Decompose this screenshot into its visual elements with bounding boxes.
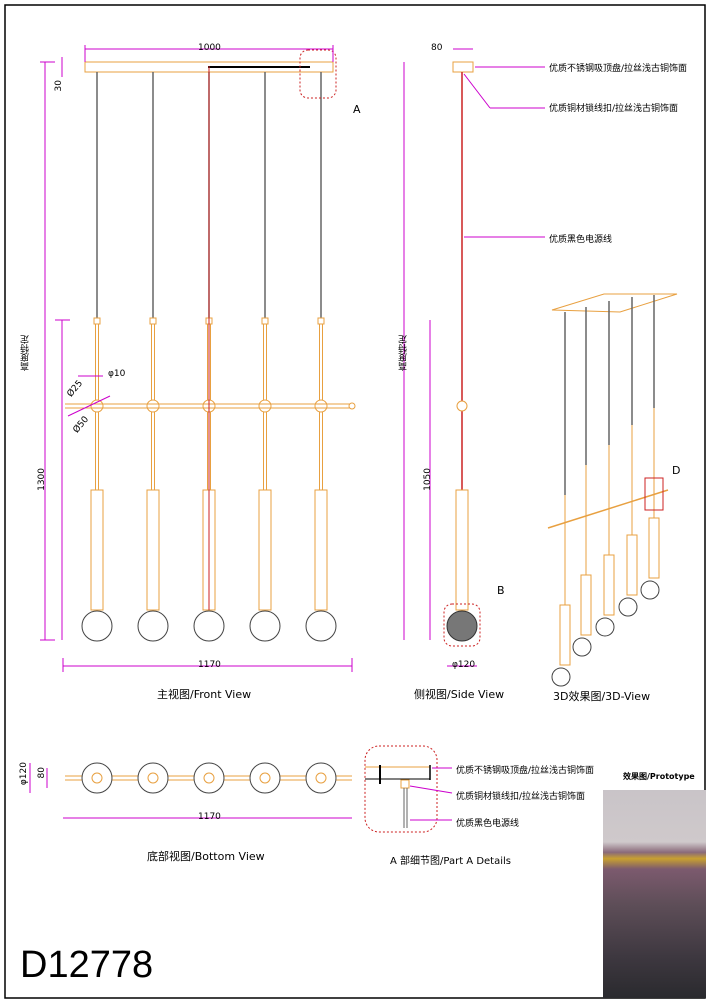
dim-bottom-d2: 80 bbox=[37, 767, 47, 779]
side-canopy bbox=[452, 61, 474, 73]
detail-lock bbox=[400, 779, 410, 789]
3d-tube bbox=[580, 574, 592, 636]
lamp-tube bbox=[90, 489, 104, 611]
detail-b-marker bbox=[443, 603, 481, 647]
callout-canopy: 优质不锈钢吸顶盘/拉丝浅古铜饰面 bbox=[549, 64, 688, 74]
detail-mark-a: A bbox=[353, 103, 361, 116]
glass-globe bbox=[249, 610, 281, 642]
side-tube bbox=[455, 489, 469, 611]
3d-canopy bbox=[551, 293, 678, 313]
dim-side-height-adj: 高度特定 bbox=[399, 335, 409, 371]
3d-globe bbox=[618, 597, 638, 617]
bottom-tube bbox=[203, 772, 215, 784]
side-view-label: 侧视图/Side View bbox=[414, 688, 505, 701]
drawing-code: D12778 bbox=[20, 944, 154, 986]
dim-side-h: 1050 bbox=[423, 468, 433, 491]
3d-cross-bar bbox=[547, 489, 669, 529]
lamp-tube bbox=[146, 489, 160, 611]
prototype-label: 效果图/Prototype bbox=[623, 772, 695, 781]
bottom-tube bbox=[147, 772, 159, 784]
3d-tube bbox=[559, 604, 571, 666]
glass-globe bbox=[305, 610, 337, 642]
dim-height-adj: 高度特定 bbox=[21, 335, 31, 371]
leader bbox=[463, 73, 491, 109]
dim-width-top: 1000 bbox=[198, 43, 221, 53]
detail-callout-lock: 优质铜材锁线扣/拉丝浅古铜饰面 bbox=[456, 792, 586, 802]
detail-d-marker bbox=[644, 477, 664, 511]
leader bbox=[409, 785, 453, 794]
dim-body-h: 1300 bbox=[37, 468, 47, 491]
3d-tube bbox=[648, 517, 660, 579]
dim-bottom-w: 1170 bbox=[198, 812, 221, 822]
detail-a-marker bbox=[299, 49, 337, 99]
dim-width-total: 1170 bbox=[198, 660, 221, 670]
glass-globe bbox=[193, 610, 225, 642]
cable-lock bbox=[93, 317, 101, 325]
3d-tube bbox=[626, 534, 638, 596]
bar-end bbox=[348, 402, 356, 410]
detail-mark-b: B bbox=[497, 584, 505, 597]
cable-lock bbox=[317, 317, 325, 325]
lamp-tube bbox=[258, 489, 272, 611]
dim-canopy-h: 30 bbox=[54, 80, 64, 92]
3d-view-label: 3D效果图/3D-View bbox=[553, 690, 651, 703]
lamp-tube bbox=[314, 489, 328, 611]
cable-lock bbox=[261, 317, 269, 325]
glass-globe bbox=[81, 610, 113, 642]
3d-globe bbox=[551, 667, 571, 687]
sheet-border bbox=[4, 4, 706, 999]
3d-globe bbox=[595, 617, 615, 637]
bottom-view-label: 底部视图/Bottom View bbox=[147, 850, 265, 863]
callout-lock: 优质铜材锁线扣/拉丝浅古铜饰面 bbox=[549, 104, 679, 114]
bottom-tube bbox=[315, 772, 327, 784]
detail-callout-canopy: 优质不锈钢吸顶盘/拉丝浅古铜饰面 bbox=[456, 766, 595, 776]
rod-joint bbox=[314, 399, 328, 413]
part-a-label: A 部细节图/Part A Details bbox=[390, 856, 511, 867]
callout-cable: 优质黑色电源线 bbox=[549, 235, 613, 245]
rod-joint bbox=[258, 399, 272, 413]
glass-globe bbox=[137, 610, 169, 642]
rod-joint bbox=[90, 399, 104, 413]
cable-lock bbox=[149, 317, 157, 325]
rod-joint bbox=[146, 399, 160, 413]
dim-globe: φ120 bbox=[452, 660, 476, 670]
dim-side-w: 80 bbox=[431, 43, 443, 53]
dim-bottom-d1: φ120 bbox=[19, 762, 29, 786]
detail-callout-cable: 优质黑色电源线 bbox=[456, 819, 520, 829]
side-joint bbox=[456, 400, 468, 412]
front-view-label: 主视图/Front View bbox=[157, 688, 252, 701]
3d-tube bbox=[603, 554, 615, 616]
3d-globe bbox=[640, 580, 660, 600]
dim-phi10: φ10 bbox=[108, 369, 126, 379]
detail-mark-d: D bbox=[672, 464, 681, 477]
prototype-photo bbox=[603, 790, 706, 998]
bottom-tube bbox=[259, 772, 271, 784]
detail-a-frame bbox=[364, 745, 438, 833]
bottom-tube bbox=[91, 772, 103, 784]
3d-globe bbox=[572, 637, 592, 657]
side-globe bbox=[446, 610, 478, 642]
dim-line bbox=[67, 395, 111, 417]
